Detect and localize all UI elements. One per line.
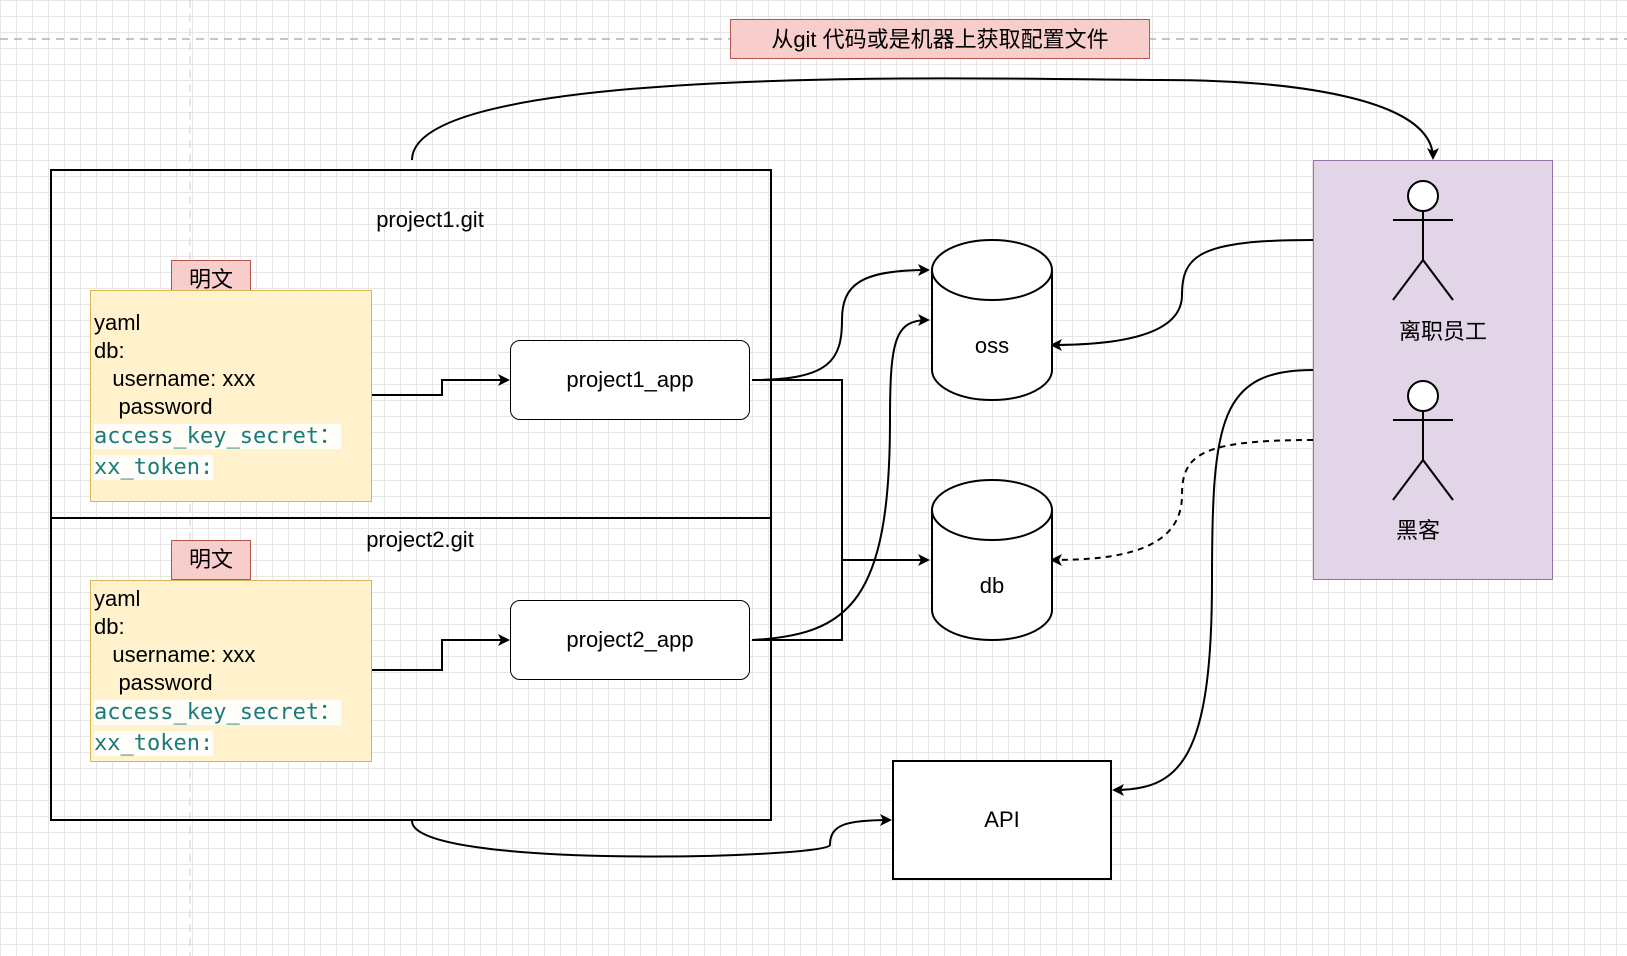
config-line: db: <box>94 614 125 639</box>
config-code-line: access_key_secret： <box>94 697 371 728</box>
hacker-actor-figure <box>1392 380 1454 501</box>
oss-cylinder <box>931 239 1053 401</box>
edge-config1-to-app1 <box>372 374 510 396</box>
edge-hacker-to-db <box>1050 439 1314 566</box>
header-label: 从git 代码或是机器上获取配置文件 <box>730 19 1150 59</box>
config-line: db: <box>94 338 125 363</box>
hacker-label: 黑客 <box>1395 518 1440 543</box>
edge-repo-to-actors <box>411 77 1439 161</box>
config-line: password <box>94 670 213 695</box>
config-code-line: access_key_secret： <box>94 421 371 452</box>
edge-repo-to-api <box>411 814 892 858</box>
edge-app1-to-db <box>752 379 930 566</box>
config-line: yaml <box>94 310 141 335</box>
former-employee-label: 离职员工 <box>1398 319 1487 344</box>
repo-project2 <box>50 517 772 821</box>
db-cylinder <box>931 479 1053 641</box>
config-block-1: yaml db: username: xxx password access_k… <box>90 290 372 502</box>
app-box-project1[interactable]: project1_app <box>510 340 750 420</box>
config-block-2: yaml db: username: xxx password access_k… <box>90 580 372 762</box>
edge-employee-to-oss <box>1050 239 1314 351</box>
config-line: password <box>94 394 213 419</box>
config-line: username: xxx <box>94 366 256 391</box>
api-box[interactable]: API <box>892 760 1112 880</box>
edge-employee-to-api <box>1112 369 1314 796</box>
oss-label: oss <box>974 333 1010 358</box>
edge-app2-to-db <box>752 560 843 641</box>
config-code-line: xx_token: <box>94 728 371 759</box>
access-key-secret-text: access_key_secret： <box>94 700 342 725</box>
app-box-project2[interactable]: project2_app <box>510 600 750 680</box>
config-line: yaml <box>94 586 141 611</box>
edge-app2-to-oss <box>751 314 930 641</box>
repo-title-project1: project1.git <box>376 207 484 232</box>
edge-config2-to-app2 <box>372 634 510 671</box>
config-line: username: xxx <box>94 642 256 667</box>
employee-actor-figure <box>1392 180 1454 301</box>
edge-app1-to-oss <box>751 264 930 381</box>
repo-title-project2: project2.git <box>366 527 474 552</box>
db-label: db <box>979 573 1005 598</box>
token-text: xx_token: <box>94 731 214 756</box>
access-key-secret-text: access_key_secret： <box>94 424 342 449</box>
plaintext-badge-2: 明文 <box>171 540 251 580</box>
token-text: xx_token: <box>94 455 214 480</box>
config-code-line: xx_token: <box>94 452 371 483</box>
